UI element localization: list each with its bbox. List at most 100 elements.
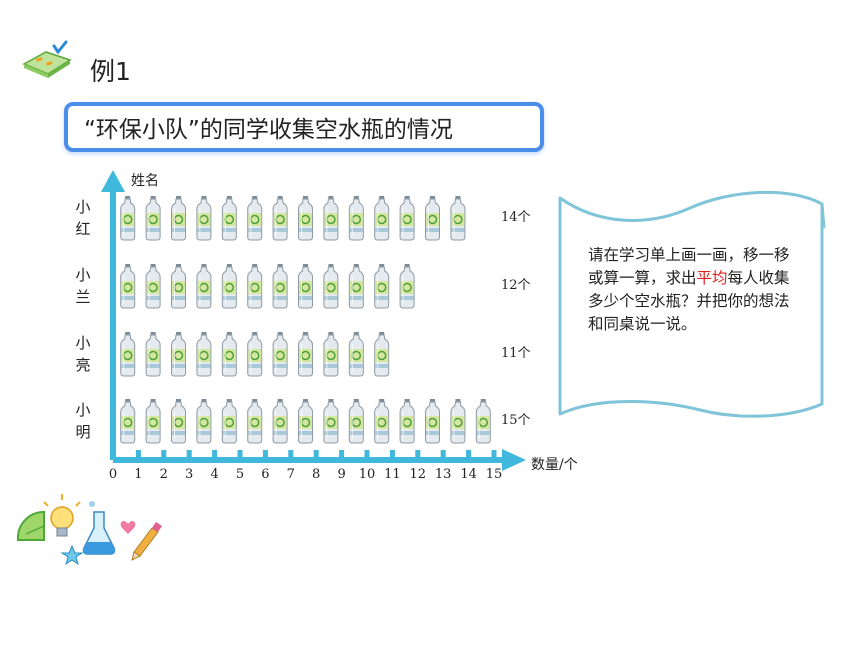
water-bottle-icon [374, 399, 390, 444]
water-bottle-icon [120, 264, 136, 309]
water-bottle-icon [171, 399, 186, 444]
water-bottle-icon [272, 332, 288, 377]
value-label: 14个 [501, 210, 531, 225]
water-bottle-icon [120, 196, 136, 241]
value-label: 12个 [501, 278, 531, 293]
value-label: 11个 [501, 346, 531, 361]
water-bottle-icon [221, 264, 237, 309]
x-tick-label: 1 [134, 467, 143, 482]
water-bottle-icon [323, 399, 339, 444]
water-bottle-icon [120, 332, 136, 377]
water-bottle-icon [145, 196, 161, 241]
water-bottle-icon [247, 399, 263, 444]
water-bottle-icon [348, 399, 364, 444]
x-tick-mark [339, 450, 345, 460]
y-axis-arrow [101, 170, 125, 192]
x-tick-label: 11 [384, 467, 401, 482]
water-bottle-icon [145, 332, 161, 377]
x-tick-mark [313, 450, 319, 460]
x-tick-mark [466, 450, 472, 460]
water-bottle-icon [399, 399, 415, 444]
water-bottle-icon [399, 196, 415, 241]
x-tick-mark [364, 450, 370, 460]
x-tick-mark [491, 450, 497, 460]
x-tick-label: 10 [358, 467, 376, 482]
example-label: 例1 [90, 57, 131, 86]
category-label: 小亮 [75, 334, 91, 374]
chart-title: “环保小队”的同学收集空水瓶的情况 [64, 102, 544, 152]
water-bottle-icon [399, 264, 415, 309]
water-bottle-icon [247, 264, 263, 309]
note-text-before: 请在学习单上画一画，移一移或算一算，求出 [588, 246, 790, 287]
x-tick-label: 8 [312, 467, 321, 482]
water-bottle-icon [272, 264, 288, 309]
water-bottle-icon [323, 264, 339, 309]
water-bottle-icon [221, 332, 237, 377]
x-tick-label: 7 [286, 467, 295, 482]
note-text-after: 每人收集多少个空水瓶？并把你的想法和同桌说一说。 [588, 269, 790, 333]
water-bottle-icon [171, 332, 186, 377]
water-bottle-icon [298, 264, 313, 309]
water-bottle-icon [348, 332, 364, 377]
water-bottle-icon [348, 196, 364, 241]
water-bottle-icon [145, 399, 161, 444]
water-bottle-icon [323, 332, 339, 377]
water-bottle-icon [450, 399, 466, 444]
y-axis-label: 姓名 [131, 173, 159, 189]
x-tick-mark [288, 450, 294, 460]
x-tick-mark [415, 450, 421, 460]
x-tick-label: 9 [337, 467, 346, 482]
water-bottle-icon [298, 196, 313, 241]
water-bottle-icon [196, 196, 212, 241]
x-tick-mark [135, 450, 141, 460]
water-bottle-icon [348, 264, 364, 309]
water-bottle-icon [196, 264, 212, 309]
water-bottle-icon [323, 196, 339, 241]
water-bottle-icon [298, 399, 313, 444]
water-bottle-icon [171, 196, 186, 241]
x-tick-mark [237, 450, 243, 460]
x-axis-arrow [502, 449, 526, 471]
x-tick-label: 15 [485, 467, 503, 482]
x-tick-label: 2 [159, 467, 168, 482]
water-bottle-icon [298, 332, 313, 377]
water-bottle-icon [272, 399, 288, 444]
x-tick-label: 12 [409, 467, 427, 482]
x-tick-label: 0 [108, 467, 118, 482]
x-tick-mark [161, 450, 167, 460]
water-bottle-icon [374, 196, 390, 241]
value-label: 15个 [501, 413, 531, 428]
water-bottle-icon [450, 196, 466, 241]
x-tick-mark [440, 450, 446, 460]
category-label: 小红 [75, 198, 91, 238]
water-bottle-icon [247, 196, 263, 241]
water-bottle-icon [145, 264, 161, 309]
x-tick-mark [186, 450, 192, 460]
water-bottle-icon [272, 196, 288, 241]
water-bottle-icon [196, 399, 212, 444]
x-tick-mark [262, 450, 268, 460]
x-tick-label: 3 [185, 467, 194, 482]
water-bottle-icon [196, 332, 212, 377]
water-bottle-icon [247, 332, 263, 377]
x-tick-label: 13 [434, 467, 452, 482]
water-bottle-icon [221, 196, 237, 241]
water-bottle-icon [374, 264, 390, 309]
water-bottle-icon [475, 399, 491, 444]
water-bottle-icon [221, 399, 237, 444]
x-tick-label: 14 [460, 467, 477, 482]
water-bottle-icon [425, 196, 440, 241]
x-axis-label: 数量/个 [531, 457, 578, 473]
water-bottle-icon [425, 399, 440, 444]
x-tick-mark [212, 450, 218, 460]
x-tick-mark [389, 450, 395, 460]
note-text: 请在学习单上画一画，移一移或算一算，求出平均每人收集多少个空水瓶？并把你的想法和… [588, 244, 792, 336]
x-tick-label: 4 [210, 467, 219, 482]
x-tick-label: 5 [235, 467, 245, 482]
water-bottle-icon [120, 399, 136, 444]
water-bottle-icon [374, 332, 390, 377]
category-label: 小兰 [75, 266, 91, 306]
x-tick-label: 6 [261, 467, 270, 482]
note-highlight: 平均 [696, 269, 728, 287]
